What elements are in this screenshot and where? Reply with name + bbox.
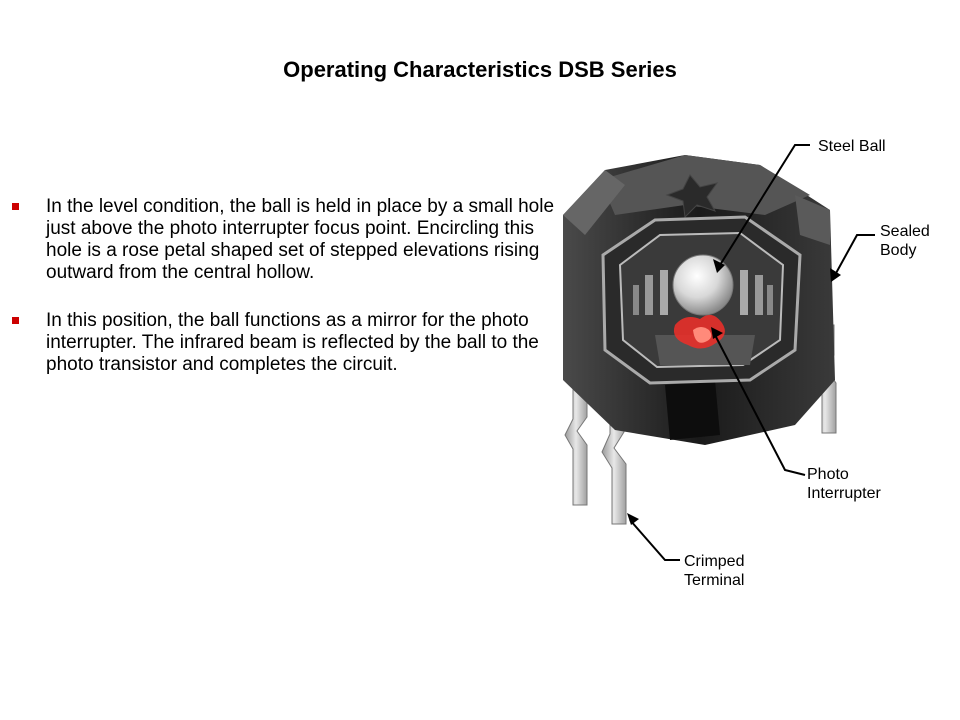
sensor-illustration: [563, 144, 875, 561]
label-sealed-body-line2: Body: [880, 242, 917, 259]
steel-ball: [672, 254, 734, 316]
label-sealed-body: Sealed Body: [880, 222, 930, 260]
bullet-text-1: In the level condition, the ball is held…: [46, 196, 555, 283]
bullet-list: In the level condition, the ball is held…: [12, 196, 557, 402]
bullet-marker: [12, 317, 19, 324]
bullet-text-2: In this position, the ball functions as …: [46, 310, 539, 375]
label-photo-interrupter-line1: Photo: [807, 466, 849, 483]
label-crimped-terminal-line2: Terminal: [684, 572, 745, 589]
bullet-item-1: In the level condition, the ball is held…: [12, 196, 557, 284]
slide-title: Operating Characteristics DSB Series: [283, 57, 677, 82]
leader-lines: [629, 144, 875, 561]
bullet-marker: [12, 203, 19, 210]
label-photo-interrupter: Photo Interrupter: [807, 465, 881, 503]
label-steel-ball: Steel Ball: [818, 138, 886, 155]
leader-arrowheads: [627, 259, 841, 525]
label-crimped-terminal-line1: Crimped: [684, 553, 745, 570]
label-crimped-terminal: Crimped Terminal: [684, 552, 744, 590]
sensor-cutaway-diagram: Steel Ball Sealed Body Photo Interrupter…: [545, 125, 960, 600]
bullet-item-2: In this position, the ball functions as …: [12, 310, 557, 376]
photo-interrupter: [673, 314, 725, 349]
label-sealed-body-line1: Sealed: [880, 223, 930, 240]
label-photo-interrupter-line2: Interrupter: [807, 485, 881, 502]
